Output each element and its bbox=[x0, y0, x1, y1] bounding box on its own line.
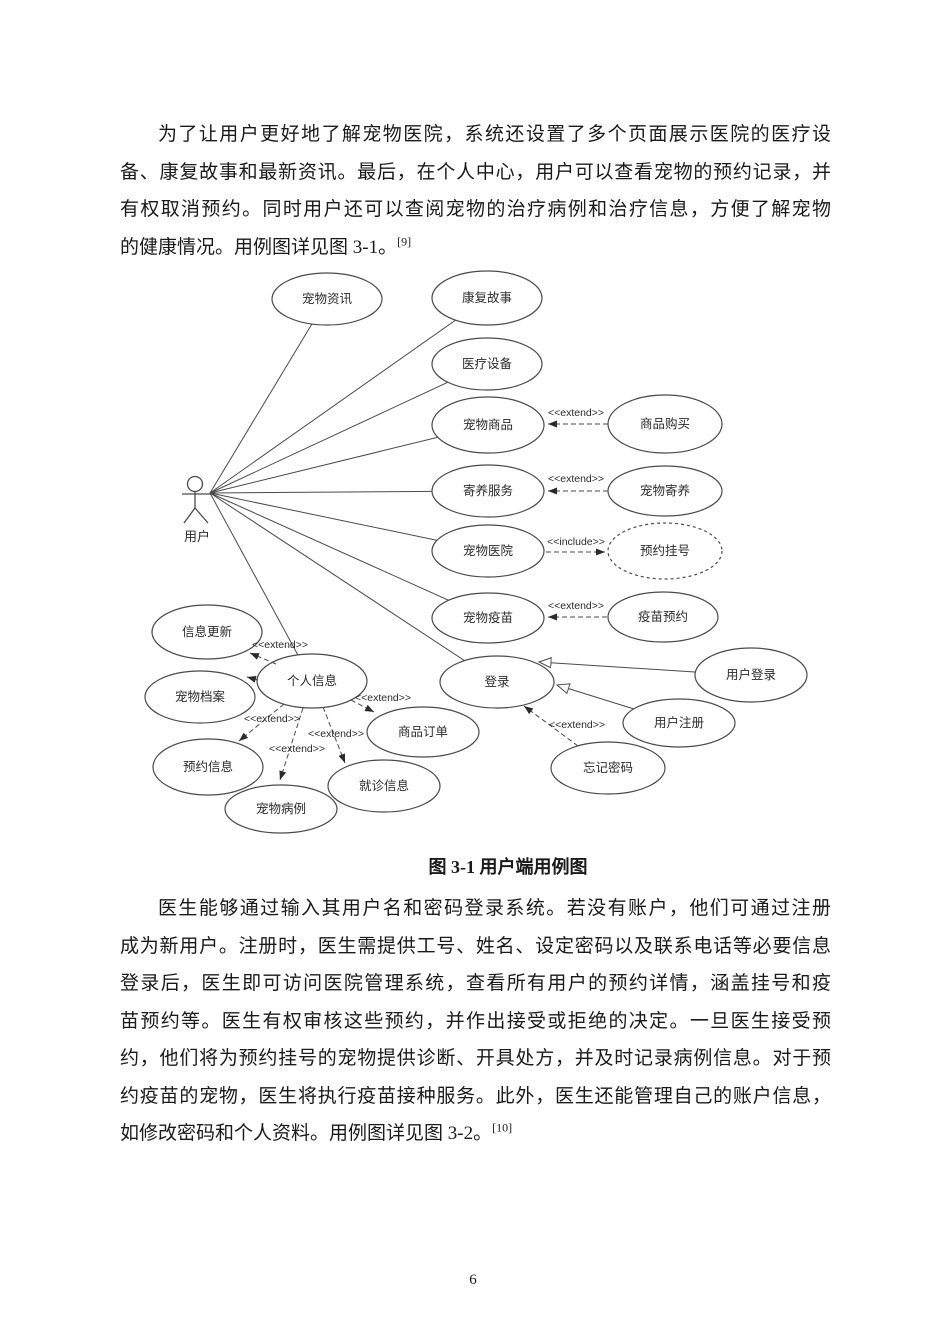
usecase-label: 登录 bbox=[484, 674, 509, 689]
usecase-product-order bbox=[366, 706, 480, 758]
extend-arrow bbox=[249, 652, 277, 665]
actor-label: 用户 bbox=[184, 529, 210, 544]
usecase-visit-info bbox=[327, 759, 441, 813]
usecase-label: 信息更新 bbox=[182, 624, 232, 639]
usecase-user-register bbox=[622, 698, 736, 748]
usecase-label: 商品订单 bbox=[398, 724, 448, 739]
usecase-user-login bbox=[694, 647, 808, 703]
page-number: 6 bbox=[469, 1272, 477, 1288]
usecase-labels: 宠物资讯 康复故事 医疗设备 宠物商品 商品购买 寄养服务 宠物寄养 宠物医院 … bbox=[175, 290, 776, 816]
generalization-arrow bbox=[557, 685, 635, 710]
usecase-label: 就诊信息 bbox=[359, 778, 409, 793]
association-line bbox=[209, 363, 488, 494]
paragraph-line: 备、康复故事和最新资讯。最后，在个人中心，用户可以查看宠物的预约记录，并 bbox=[120, 161, 831, 183]
paragraph-line-text: 的健康情况。用例图详见图 3-1。 bbox=[120, 236, 398, 258]
usecase-label: 用户登录 bbox=[726, 667, 776, 682]
extend-stereotype-label: <<extend>> bbox=[244, 713, 300, 725]
usecase-pet-products bbox=[431, 396, 545, 454]
extend-stereotype-label: <<extend>> bbox=[308, 728, 364, 740]
paragraph-1: 为了让用户更好地了解宠物医院，系统还设置了多个页面展示医院的医疗设 备、康复故事… bbox=[120, 116, 831, 266]
usecase-label: 疫苗预约 bbox=[638, 609, 688, 624]
paragraph-line: 的健康情况。用例图详见图 3-1。[9] bbox=[120, 229, 831, 267]
association-line bbox=[209, 492, 313, 682]
usecase-pet-vaccine bbox=[431, 592, 545, 644]
extend-arrow bbox=[350, 699, 375, 713]
usecase-pet-hospital bbox=[431, 524, 545, 578]
usecase-ellipses bbox=[144, 270, 808, 834]
usecase-label: 康复故事 bbox=[462, 290, 512, 305]
usecase-label: 预约挂号 bbox=[640, 543, 690, 558]
usecase-recovery-story bbox=[431, 270, 543, 326]
usecase-label: 忘记密码 bbox=[583, 760, 633, 775]
usecase-info-update bbox=[151, 604, 263, 660]
citation-ref: [10] bbox=[492, 1120, 513, 1135]
actor-leg-right bbox=[194, 507, 209, 524]
extend-arrow bbox=[523, 705, 579, 747]
association-line bbox=[209, 297, 488, 494]
association-line bbox=[209, 492, 489, 619]
figure-caption: 图 3-1 用户端用例图 bbox=[428, 857, 588, 877]
usecase-label: 宠物资讯 bbox=[302, 291, 353, 306]
usecase-login bbox=[439, 655, 555, 709]
extend-stereotype-label: <<extend>> bbox=[549, 719, 605, 731]
usecase-label: 商品购买 bbox=[640, 416, 690, 431]
usecase-boarding-service bbox=[431, 464, 545, 518]
extend-stereotype-label: <<extend>> bbox=[548, 473, 604, 485]
stereotype-labels: <<extend>> <<extend>> <<include>> <<exte… bbox=[244, 407, 605, 755]
extend-arrow bbox=[279, 707, 304, 781]
usecase-pet-case bbox=[224, 784, 338, 834]
paragraph-line: 如修改密码和个人资料。用例图详见图 3-2。[10] bbox=[120, 1115, 831, 1153]
usecase-vaccine-appointment bbox=[607, 591, 719, 643]
actor-figure: 用户 bbox=[182, 475, 211, 544]
usecase-label: 宠物疫苗 bbox=[463, 610, 513, 625]
generalization-arrow bbox=[539, 662, 696, 673]
extend-arrow bbox=[322, 706, 346, 764]
usecase-label: 宠物寄养 bbox=[640, 483, 690, 498]
paragraph-line: 医生能够通过输入其用户名和密码登录系统。若没有账户，他们可通过注册 bbox=[158, 898, 831, 919]
paragraph-line: 约，他们将为预约挂号的宠物提供诊断、开具处方，并及时记录病例信息。对于预 bbox=[120, 1048, 831, 1069]
association-line bbox=[209, 298, 328, 494]
actor-leg-left bbox=[183, 507, 196, 524]
paragraph-line-text: 如修改密码和个人资料。用例图详见图 3-2。 bbox=[120, 1123, 493, 1144]
paragraph-line: 登录后，医生即可访问医院管理系统，查看所有用户的预约详情，涵盖挂号和疫 bbox=[120, 973, 831, 994]
usecase-label: 预约信息 bbox=[183, 759, 233, 774]
usecase-appointment-register bbox=[607, 522, 723, 580]
include-stereotype-label: <<include>> bbox=[547, 536, 605, 548]
extend-stereotype-label: <<extend>> bbox=[548, 600, 604, 612]
use-case-diagram: 用户 <<extend>> <<extend>> <<include>> <<e… bbox=[144, 270, 808, 834]
extend-stereotype-label: <<extend>> bbox=[269, 743, 325, 755]
extend-stereotype-label: <<extend>> bbox=[252, 639, 308, 651]
association-line bbox=[209, 492, 498, 683]
usecase-forgot-password bbox=[550, 741, 666, 795]
usecase-pet-archive bbox=[144, 670, 256, 724]
usecase-appointment-info bbox=[152, 738, 264, 796]
paragraph-line: 为了让用户更好地了解宠物医院，系统还设置了多个页面展示医院的医疗设 bbox=[158, 124, 831, 145]
usecase-personal-info bbox=[256, 653, 368, 709]
usecase-label: 宠物商品 bbox=[463, 417, 513, 432]
extend-stereotype-label: <<extend>> bbox=[548, 407, 604, 419]
paragraph-line: 成为新用户。注册时，医生需提供工号、姓名、设定密码以及联系电话等必要信息 bbox=[120, 935, 831, 957]
usecase-medical-equipment bbox=[431, 337, 543, 391]
usecase-label: 宠物档案 bbox=[175, 689, 226, 704]
usecase-label: 寄养服务 bbox=[463, 483, 513, 498]
paragraph-line: 苗预约等。医生有权审核这些预约，并作出接受或拒绝的决定。一旦医生接受预 bbox=[120, 1010, 831, 1032]
extend-stereotype-label: <<extend>> bbox=[355, 692, 411, 704]
paragraph-line: 有权取消预约。同时用户还可以查阅宠物的治疗病例和治疗信息，方便了解宠物 bbox=[120, 199, 831, 220]
usecase-label: 个人信息 bbox=[287, 673, 337, 688]
extend-arrow bbox=[246, 675, 259, 683]
usecase-label: 宠物医院 bbox=[463, 543, 514, 558]
paragraph-line: 约疫苗的宠物，医生将执行疫苗接种服务。此外，医生还能管理自己的账户信息， bbox=[120, 1085, 831, 1107]
usecase-label: 用户注册 bbox=[654, 715, 704, 730]
citation-ref: [9] bbox=[397, 234, 412, 249]
usecase-label: 宠物病例 bbox=[256, 801, 306, 816]
actor-association-lines bbox=[209, 297, 498, 683]
extend-arrow bbox=[238, 703, 285, 742]
relation-arrows bbox=[238, 420, 696, 781]
usecase-pet-news bbox=[271, 272, 383, 326]
paragraph-2: 医生能够通过输入其用户名和密码登录系统。若没有账户，他们可通过注册 成为新用户。… bbox=[120, 890, 831, 1153]
usecase-label: 医疗设备 bbox=[462, 356, 513, 371]
actor-head-icon bbox=[186, 475, 204, 493]
